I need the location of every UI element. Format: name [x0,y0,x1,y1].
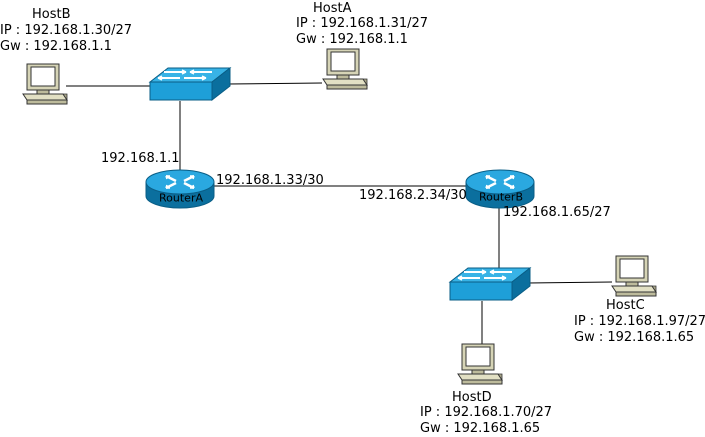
hostc-gw: Gw : 192.168.1.65 [574,330,695,345]
hostd-gw: Gw : 192.168.1.65 [420,421,541,436]
routerb-name: RouterB [479,190,523,204]
routerb-wan-ip: 192.168.2.34/30 [359,188,467,203]
hosta-ip: IP : 192.168.1.31/27 [296,16,429,31]
hosta-name: HostA [313,1,352,16]
hosta-gw: Gw : 192.168.1.1 [296,32,408,47]
hostb-gw: Gw : 192.168.1.1 [0,39,112,54]
hostd-name: HostD [452,390,492,405]
routerb-lan-ip: 192.168.1.65/27 [503,205,611,220]
routera-wan-ip: 192.168.1.33/30 [216,173,324,188]
hosta-computer-icon [322,48,368,90]
hostb-name: HostB [32,7,71,22]
link-switch2-hostc [527,281,613,284]
hostd-ip: IP : 192.168.1.70/27 [420,405,553,420]
link-switch1-hosta [227,82,323,85]
hostb-computer-icon [22,63,68,105]
links [66,82,613,344]
routera-name: RouterA [159,191,203,205]
hostd-computer-icon [457,343,503,385]
hostb-ip: IP : 192.168.1.30/27 [0,23,133,38]
routera-lan-ip: 192.168.1.1 [101,151,180,166]
hostc-computer-icon [611,255,657,297]
switch-bottom-icon [449,267,531,301]
switch-top-icon [149,67,231,101]
hostc-name: HostC [606,298,645,313]
hostc-ip: IP : 192.168.1.97/27 [574,314,705,329]
